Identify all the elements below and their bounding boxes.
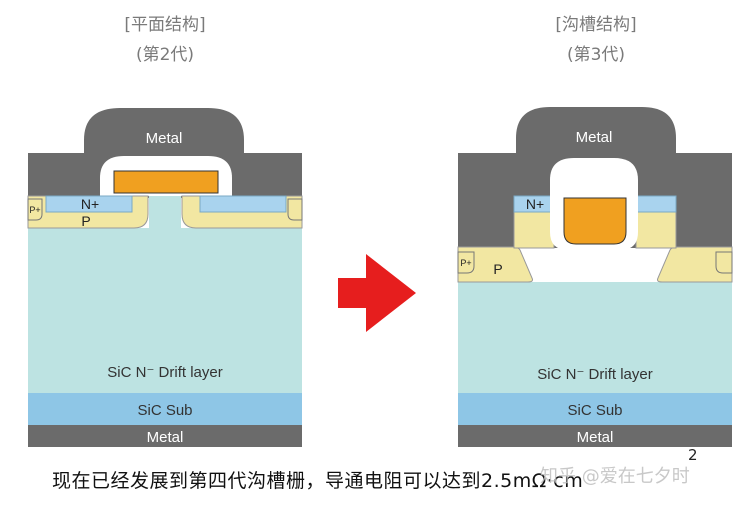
left-title-line2: (第2代)	[135, 45, 195, 65]
right-p-plus-right	[715, 251, 733, 274]
right-p-plus-left	[457, 251, 475, 274]
left-gate	[113, 170, 219, 194]
left-substrate	[28, 393, 302, 425]
trench-structure: Metal N+ P P+ SiC N⁻ Drift layer SiC Sub…	[457, 107, 733, 447]
right-title-line2: (第3代)	[566, 45, 626, 65]
left-drift-layer	[28, 228, 302, 393]
left-bottom-metal	[28, 425, 302, 447]
right-substrate	[458, 393, 732, 425]
right-label-drift: SiC N⁻ Drift layer	[537, 366, 652, 383]
left-label-metal-bottom: Metal	[147, 429, 184, 446]
watermark-number: 2	[688, 446, 698, 464]
right-drift-layer	[458, 282, 732, 393]
right-bottom-metal	[458, 425, 732, 447]
right-label-sub: SiC Sub	[567, 402, 622, 419]
right-label-p: P	[493, 261, 502, 277]
left-label-drift: SiC N⁻ Drift layer	[107, 364, 222, 381]
planar-structure: Metal N+ P P+ SiC N⁻ Drift layer SiC Sub…	[27, 108, 303, 447]
left-n-plus-right	[199, 195, 287, 213]
left-label-p: P	[81, 213, 90, 229]
right-p-band-left	[513, 211, 555, 249]
right-label-metal-bottom: Metal	[577, 429, 614, 446]
right-title-line1: [沟槽结构]	[555, 15, 637, 35]
right-label-n-plus: N+	[526, 196, 544, 212]
left-n-plus-left	[45, 195, 133, 213]
right-n-plus-right	[635, 195, 677, 213]
right-p-band-right	[635, 211, 677, 249]
left-label-n-plus: N+	[81, 196, 99, 212]
left-top-metal	[28, 108, 302, 198]
left-p-plus-right	[287, 198, 303, 221]
left-p-plus-left	[27, 198, 43, 221]
left-title-line1: [平面结构]	[124, 15, 206, 35]
left-label-sub: SiC Sub	[137, 402, 192, 419]
right-label-p-plus: P+	[460, 258, 471, 268]
caption-text: 现在已经发展到第四代沟槽栅，导通电阻可以达到2.5mΩ·cm	[52, 470, 584, 492]
right-label-metal-top: Metal	[576, 129, 613, 146]
left-drift-neck	[149, 196, 181, 229]
left-label-metal-top: Metal	[146, 130, 183, 147]
watermark: 知乎 @爱在七夕时	[540, 466, 690, 487]
left-label-p-plus: P+	[29, 205, 40, 215]
arrow-right-icon	[338, 254, 416, 332]
right-gate	[563, 197, 627, 245]
